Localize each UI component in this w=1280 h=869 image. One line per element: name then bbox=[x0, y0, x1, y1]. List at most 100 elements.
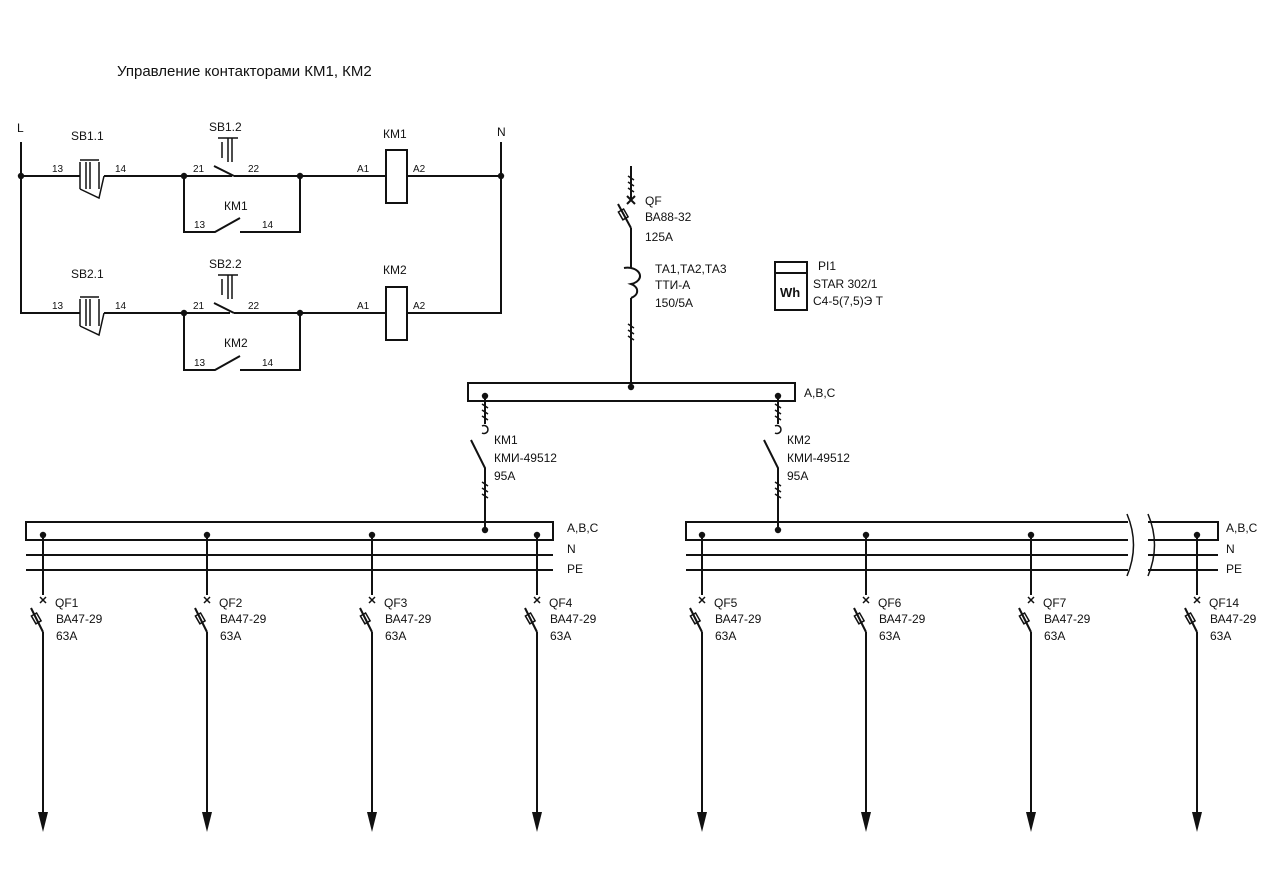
left-distribution-bus bbox=[25, 521, 554, 571]
meter-symbol: Wh bbox=[780, 285, 800, 300]
meter-model: STAR 302/1 bbox=[813, 277, 878, 291]
feeder-rating: 63А bbox=[715, 629, 736, 643]
bus-label-pe: PE bbox=[567, 562, 583, 576]
feeder-type: ВА47-29 bbox=[1044, 612, 1091, 626]
coil-label: КМ1 bbox=[383, 127, 407, 141]
aux-contact-km2 bbox=[183, 313, 301, 371]
breaker-cross bbox=[1193, 596, 1201, 604]
pin-label: A2 bbox=[413, 164, 426, 175]
breaker-cross bbox=[1027, 596, 1035, 604]
aux-contact-label: КМ1 bbox=[224, 199, 248, 213]
breaker-blade bbox=[30, 607, 44, 633]
feeder-rating: 63А bbox=[220, 629, 241, 643]
bus-label-phase: A,B,C bbox=[1226, 521, 1258, 535]
breaker-trip bbox=[194, 612, 207, 625]
meter-label: PI1 bbox=[818, 259, 836, 273]
feeder-arrow bbox=[861, 812, 871, 832]
breaker-trip bbox=[1018, 612, 1031, 625]
phase-label: L bbox=[17, 121, 24, 135]
feeder-arrow bbox=[697, 812, 707, 832]
start-button-label: SB2.1 bbox=[71, 267, 104, 281]
feeder-type: ВА47-29 bbox=[1210, 612, 1257, 626]
pin-label: A1 bbox=[357, 301, 370, 312]
feeder-rating: 63А bbox=[1210, 629, 1231, 643]
feeder-name: QF1 bbox=[55, 596, 79, 610]
input-line: QF ВА88-32 125А ТА1,ТА2,ТА3 ТТИ-А 150/5А… bbox=[617, 166, 884, 383]
feeder-name: QF6 bbox=[878, 596, 902, 610]
contactor-label: КМ1 bbox=[494, 433, 518, 447]
phase-rail bbox=[20, 142, 80, 314]
feeder-type: ВА47-29 bbox=[715, 612, 762, 626]
breaker-trip bbox=[689, 612, 702, 625]
feeder-type: ВА47-29 bbox=[56, 612, 103, 626]
feeder-type: ВА47-29 bbox=[550, 612, 597, 626]
feeder-rating: 63А bbox=[1044, 629, 1065, 643]
stop-button-label: SB2.2 bbox=[209, 257, 242, 271]
bus-label-phase: A,B,C bbox=[567, 521, 599, 535]
pin-label: A2 bbox=[413, 301, 426, 312]
bus-label-n: N bbox=[1226, 542, 1235, 556]
pin-label: 14 bbox=[115, 164, 127, 175]
breaker-blade bbox=[359, 607, 373, 633]
breaker-blade bbox=[194, 607, 208, 633]
feeder-name: QF7 bbox=[1043, 596, 1067, 610]
pin-label: 13 bbox=[194, 358, 206, 369]
feeder-arrow bbox=[38, 812, 48, 832]
contactor-type: КМИ-49512 bbox=[494, 451, 557, 465]
aux-contact-km1 bbox=[183, 176, 301, 233]
feeder-rating: 63А bbox=[550, 629, 571, 643]
coil-km2 bbox=[385, 286, 408, 341]
start-button-sb2-1 bbox=[79, 296, 105, 337]
breaker-type: ВА88-32 bbox=[645, 210, 692, 224]
coil-km1 bbox=[385, 149, 408, 204]
bus-label-n: N bbox=[567, 542, 576, 556]
feeder-rating: 63А bbox=[879, 629, 900, 643]
feeder-arrow bbox=[1026, 812, 1036, 832]
feeder-name: QF3 bbox=[384, 596, 408, 610]
breaker-cross bbox=[203, 596, 211, 604]
coil-label: КМ2 bbox=[383, 263, 407, 277]
ct-ratio: 150/5А bbox=[655, 296, 693, 310]
feeder-rating: 63А bbox=[385, 629, 406, 643]
neutral-label: N bbox=[497, 125, 506, 139]
feeder-arrow bbox=[367, 812, 377, 832]
pin-label: A1 bbox=[357, 164, 370, 175]
control-row-1: SB1.1 13 14 SB1.2 21 22 КМ1 A1 A2 КМ1 13… bbox=[17, 120, 505, 233]
breaker-trip bbox=[1184, 612, 1197, 625]
breaker-blade bbox=[689, 607, 703, 633]
control-row-2: SB2.1 13 14 SB2.2 21 22 КМ2 A1 A2 КМ2 13… bbox=[52, 257, 433, 371]
main-bus-label: A,B,C bbox=[804, 386, 836, 400]
stop-button-sb2-2 bbox=[213, 274, 238, 314]
right-distribution-bus bbox=[685, 513, 1219, 577]
feeder-type: ВА47-29 bbox=[385, 612, 432, 626]
breaker-rating: 125А bbox=[645, 230, 673, 244]
breaker-blade bbox=[524, 607, 538, 633]
neutral-rail bbox=[433, 142, 502, 314]
start-button-label: SB1.1 bbox=[71, 129, 104, 143]
main-busbar bbox=[467, 382, 796, 402]
feeder-arrow bbox=[1192, 812, 1202, 832]
contactor-km1 bbox=[470, 392, 489, 534]
stop-button-label: SB1.2 bbox=[209, 120, 242, 134]
breaker-trip bbox=[853, 612, 866, 625]
breaker-blade bbox=[1184, 607, 1198, 633]
meter-spec: С4-5(7,5)Э Т bbox=[813, 294, 884, 308]
breaker-trip bbox=[30, 612, 43, 625]
contactor-label: КМ2 bbox=[787, 433, 811, 447]
stop-button-sb1-2 bbox=[213, 137, 238, 177]
diagram-title: Управление контакторами КМ1, КМ2 bbox=[117, 63, 372, 80]
feeder-name: QF4 bbox=[549, 596, 573, 610]
feeder-type: ВА47-29 bbox=[220, 612, 267, 626]
contactor-rating: 95А bbox=[787, 469, 808, 483]
pin-label: 22 bbox=[248, 164, 260, 175]
feeder-type: ВА47-29 bbox=[879, 612, 926, 626]
pin-label: 13 bbox=[52, 164, 64, 175]
pin-label: 13 bbox=[194, 220, 206, 231]
pin-label: 14 bbox=[262, 358, 274, 369]
contactor-type: КМИ-49512 bbox=[787, 451, 850, 465]
